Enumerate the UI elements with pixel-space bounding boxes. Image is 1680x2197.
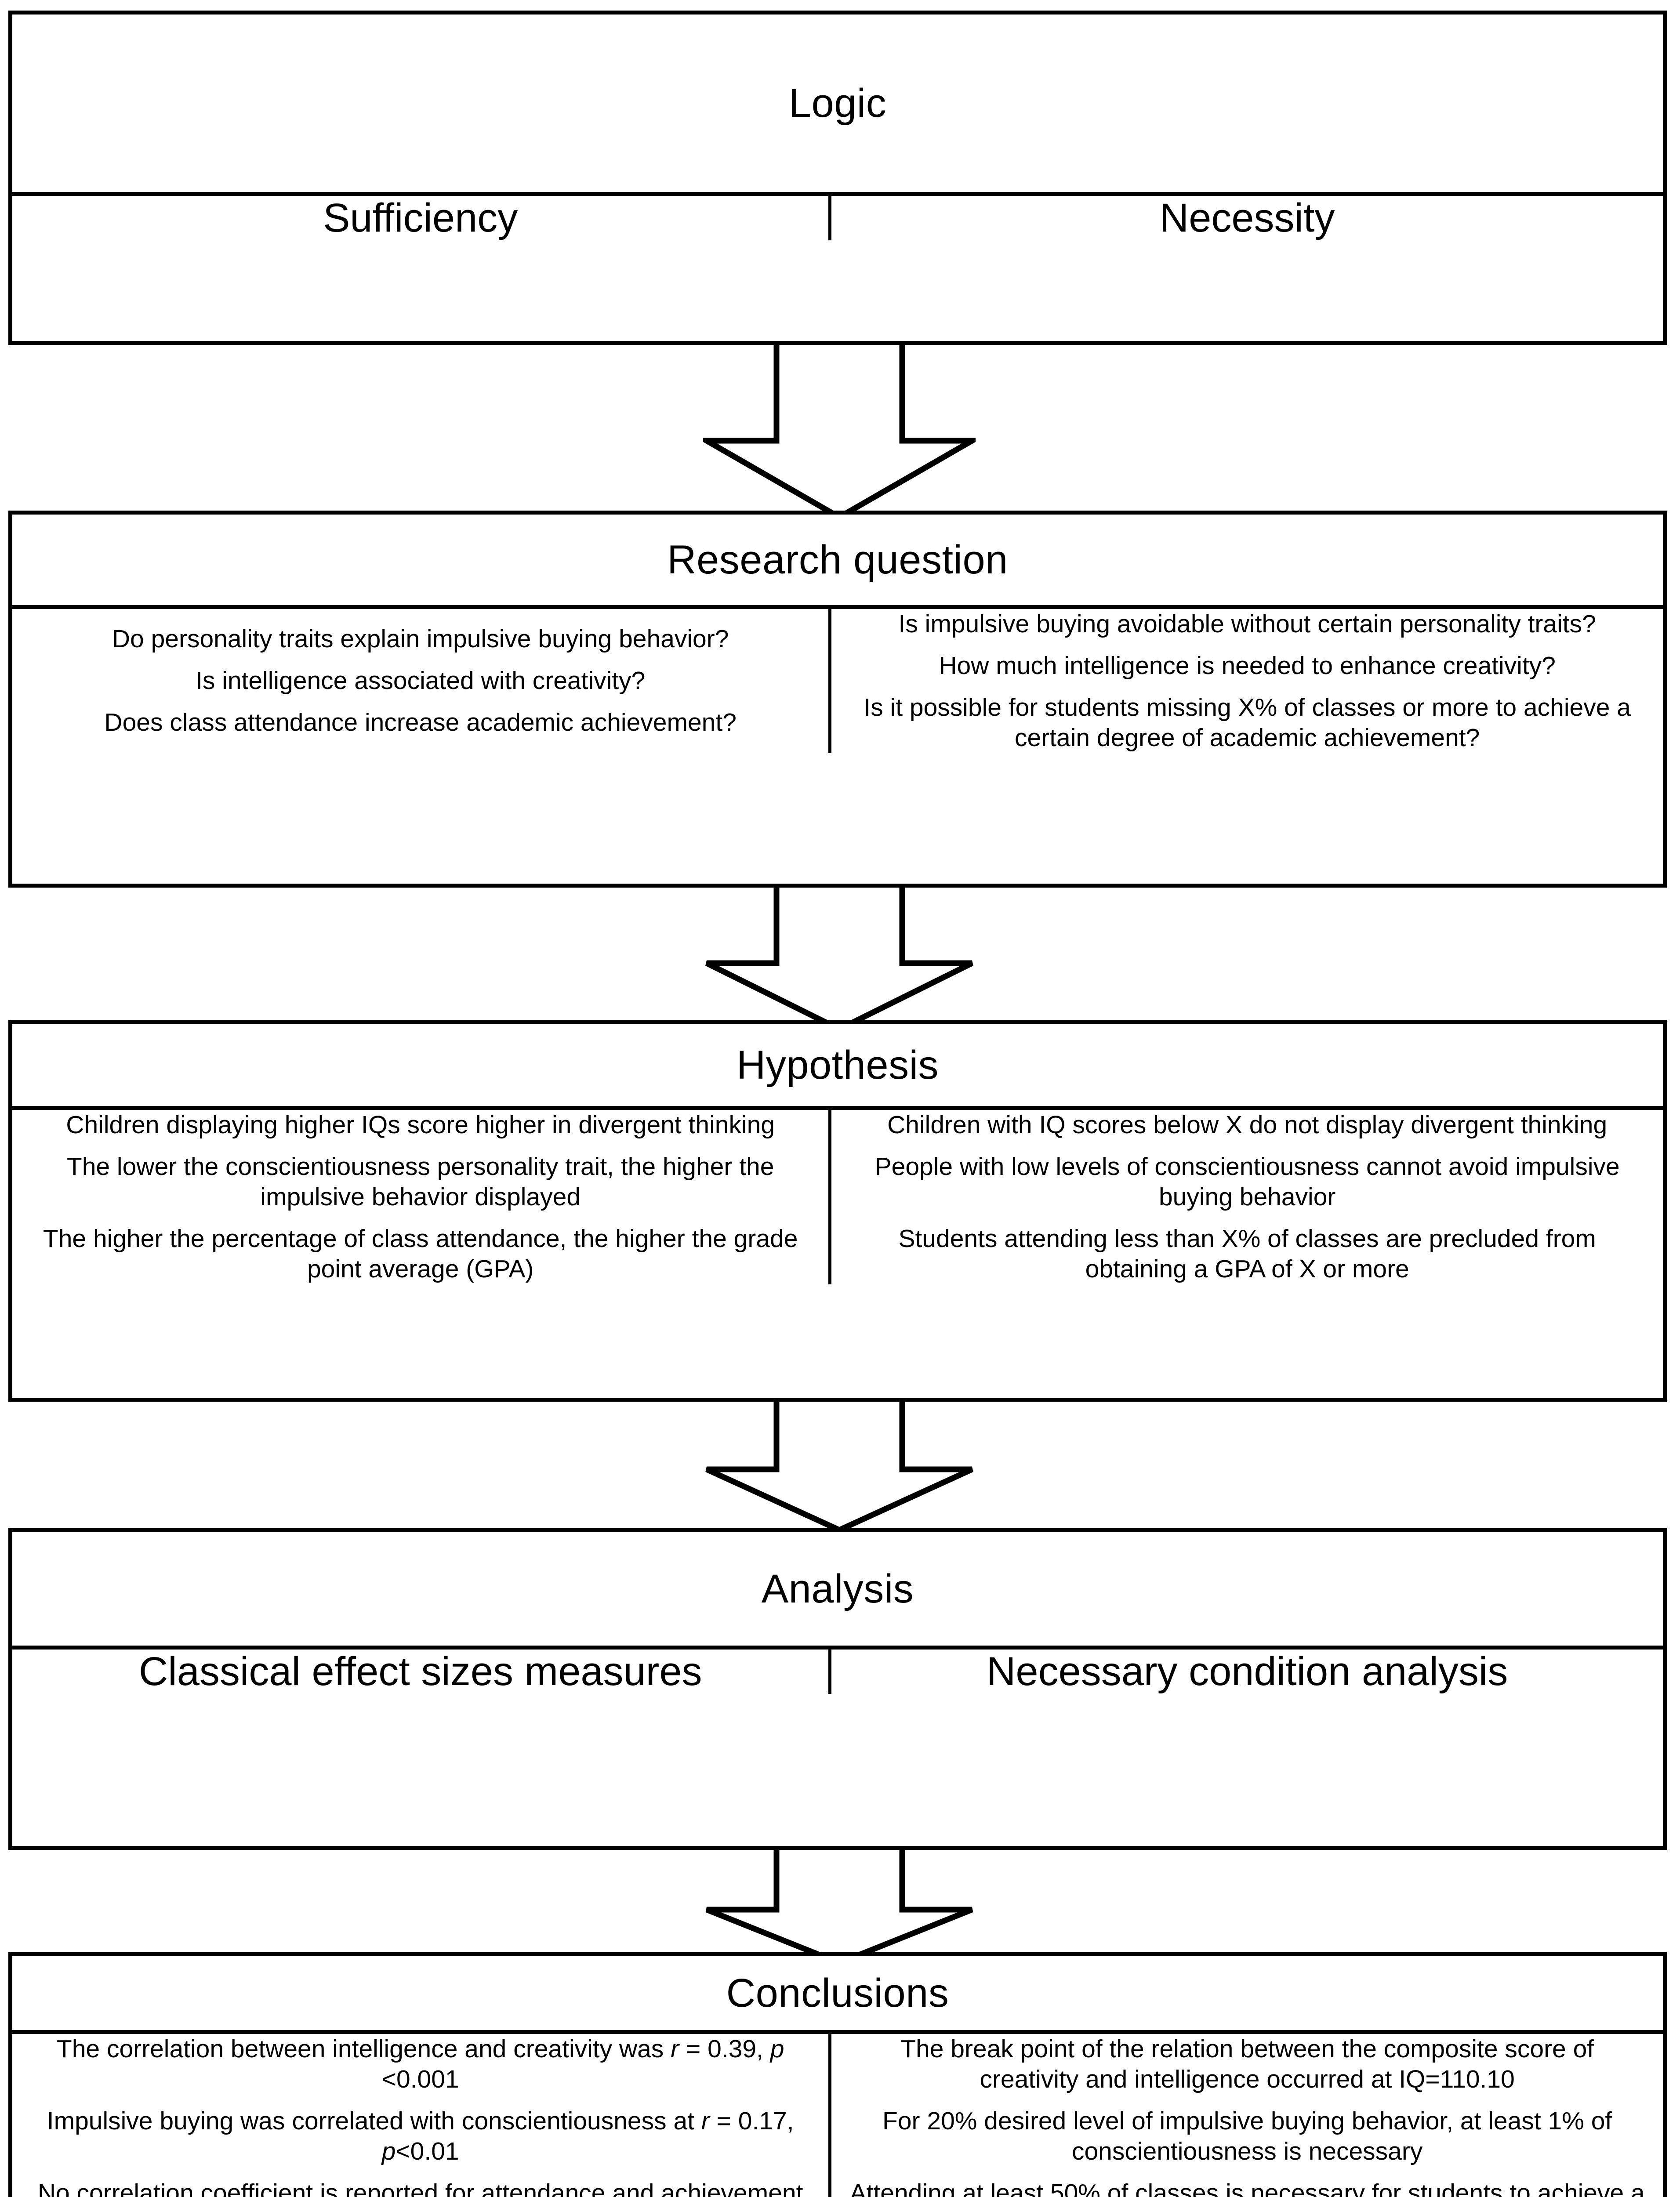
logic-split-row: Sufficiency Necessity xyxy=(12,192,1663,241)
conclusions-split-row: The correlation between intelligence and… xyxy=(12,2030,1663,2197)
list-item: People with low levels of conscientiousn… xyxy=(874,1152,1620,1211)
section-conclusions: Conclusions The correlation between inte… xyxy=(8,1952,1667,2197)
analysis-label-classical-effect-sizes: Classical effect sizes measures xyxy=(138,1649,702,1694)
list-item: How much intelligence is needed to enhan… xyxy=(939,651,1556,680)
logic-title-band: Logic xyxy=(12,15,1663,192)
list-item: Is it possible for students missing X% o… xyxy=(864,693,1631,752)
list-item: Do personality traits explain impulsive … xyxy=(112,625,729,653)
list-item: For 20% desired level of impulsive buyin… xyxy=(882,2106,1612,2165)
list-item: No correlation coefficient is reported f… xyxy=(37,2179,803,2197)
page-title-conclusions: Conclusions xyxy=(726,1970,949,2016)
conclusions-title-band: Conclusions xyxy=(12,1956,1663,2030)
section-logic: Logic Sufficiency Necessity xyxy=(8,11,1667,345)
analysis-cell-necessary-condition: Necessary condition analysis xyxy=(828,1649,1663,1694)
research-question-cell-sufficiency: Do personality traits explain impulsive … xyxy=(12,609,828,753)
section-analysis: Analysis Classical effect sizes measures… xyxy=(8,1528,1667,1850)
hypothesis-cell-sufficiency: Children displaying higher IQs score hig… xyxy=(12,1110,828,1284)
list-item: The correlation between intelligence and… xyxy=(56,2035,784,2093)
analysis-label-necessary-condition: Necessary condition analysis xyxy=(986,1649,1508,1694)
research-question-cell-necessity: Is impulsive buying avoidable without ce… xyxy=(828,609,1663,753)
hypothesis-title-band: Hypothesis xyxy=(12,1024,1663,1106)
arrow-down-icon-research-question-to-hypothesis xyxy=(703,888,976,1033)
conclusions-cell-necessary: The break point of the relation between … xyxy=(828,2034,1663,2197)
list-item: Students attending less than X% of class… xyxy=(898,1224,1596,1283)
list-item: The higher the percentage of class atten… xyxy=(43,1224,798,1283)
research-question-title-band: Research question xyxy=(12,515,1663,605)
hypothesis-cell-necessity: Children with IQ scores below X do not d… xyxy=(828,1110,1663,1284)
page-title-research-question: Research question xyxy=(667,537,1008,582)
conclusions-cell-classical: The correlation between intelligence and… xyxy=(12,2034,828,2197)
list-item: Impulsive buying was correlated with con… xyxy=(47,2106,794,2165)
list-item: Is impulsive buying avoidable without ce… xyxy=(898,610,1596,638)
analysis-title-band: Analysis xyxy=(12,1532,1663,1646)
list-item: Is intelligence associated with creativi… xyxy=(196,667,646,695)
arrow-down-icon-analysis-to-conclusions xyxy=(703,1850,976,1966)
analysis-split-row: Classical effect sizes measures Necessar… xyxy=(12,1646,1663,1694)
section-research-question: Research question Do personality traits … xyxy=(8,511,1667,888)
logic-cell-sufficiency: Sufficiency xyxy=(12,196,828,240)
list-item: Children displaying higher IQs score hig… xyxy=(66,1111,775,1139)
list-item: Attending at least 50% of classes is nec… xyxy=(849,2179,1645,2197)
arrow-down-icon-hypothesis-to-analysis xyxy=(703,1402,976,1534)
list-item: Does class attendance increase academic … xyxy=(104,708,737,737)
list-item: Children with IQ scores below X do not d… xyxy=(887,1111,1607,1139)
logic-cell-necessity: Necessity xyxy=(828,196,1663,241)
logic-label-necessity: Necessity xyxy=(1159,196,1335,240)
hypothesis-split-row: Children displaying higher IQs score hig… xyxy=(12,1106,1663,1284)
page-title-logic: Logic xyxy=(788,80,887,126)
list-item: The break point of the relation between … xyxy=(900,2035,1594,2093)
research-question-split-row: Do personality traits explain impulsive … xyxy=(12,605,1663,753)
page-title-analysis: Analysis xyxy=(761,1566,914,1611)
analysis-cell-classical-effect-sizes: Classical effect sizes measures xyxy=(12,1649,828,1694)
section-hypothesis: Hypothesis Children displaying higher IQ… xyxy=(8,1020,1667,1402)
logic-label-sufficiency: Sufficiency xyxy=(323,196,518,240)
list-item: The lower the conscientiousness personal… xyxy=(66,1152,774,1211)
page-title-hypothesis: Hypothesis xyxy=(736,1042,939,1088)
arrow-down-icon-logic-to-research-question xyxy=(703,345,976,521)
